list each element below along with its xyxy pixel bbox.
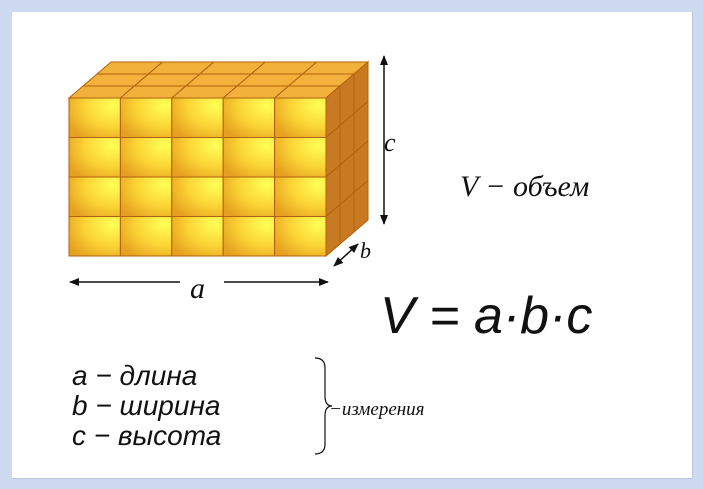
volume-label: V − объем — [460, 170, 590, 203]
width-label: b — [360, 238, 371, 263]
front-cube-face — [68, 137, 121, 178]
front-cube-face — [119, 216, 173, 257]
front-cube-face — [222, 97, 276, 138]
front-cube-face — [222, 216, 276, 257]
height-label: c — [384, 128, 396, 157]
front-cube-face — [222, 137, 276, 178]
side-cube-face — [353, 179, 369, 234]
box-front-face — [68, 97, 327, 257]
front-cube-face — [119, 176, 173, 217]
front-cube-face — [171, 176, 224, 217]
front-cube-face — [171, 216, 224, 257]
dimension-width: b − ширина — [72, 390, 221, 421]
box-top-face — [67, 61, 370, 99]
volume-formula: V = a·b·c — [380, 287, 593, 345]
front-cube-face — [274, 137, 327, 178]
front-cube-face — [119, 97, 173, 138]
front-cube-face — [222, 176, 276, 217]
front-cube-face — [68, 216, 121, 257]
front-cube-face — [119, 137, 173, 178]
dimension-length: a − длина — [72, 360, 198, 391]
front-cube-face — [171, 97, 224, 138]
box-side-face — [325, 60, 369, 258]
width-arrow — [333, 243, 359, 267]
box-diagram — [67, 55, 388, 455]
front-cube-face — [68, 97, 121, 138]
front-cube-face — [171, 137, 224, 178]
front-cube-face — [274, 97, 327, 138]
front-cube-face — [274, 216, 327, 257]
dimensions-brace — [314, 357, 333, 455]
front-cube-face — [68, 176, 121, 217]
front-cube-face — [274, 176, 327, 217]
slide: c b a V − объем V = a·b·c a − длина b − … — [12, 12, 693, 479]
dimension-height: c − высота — [72, 420, 222, 451]
dimensions-summary: −измерения — [329, 399, 425, 420]
length-label: a — [190, 272, 205, 305]
